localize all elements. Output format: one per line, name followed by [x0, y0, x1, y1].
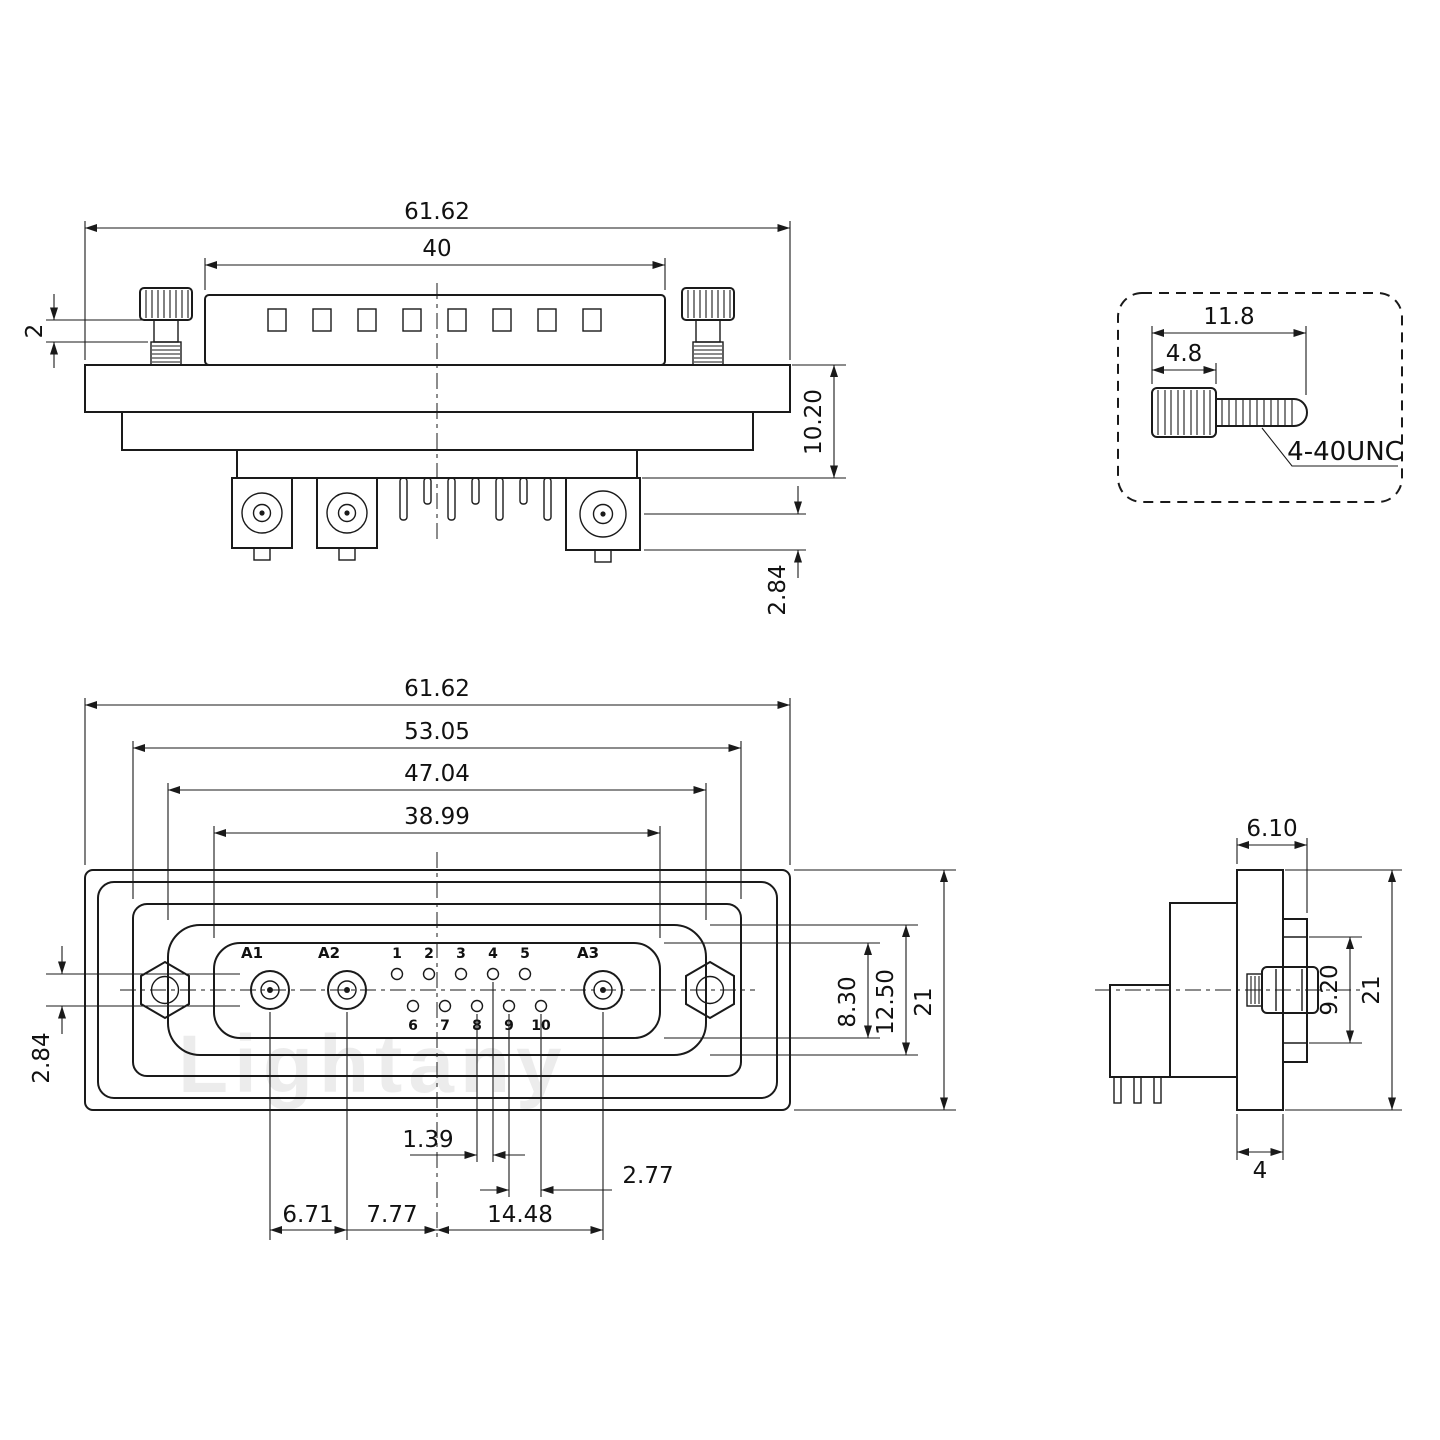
- side-pcb-bracket: [1109, 984, 1171, 1078]
- thread-leader-line: [1261, 427, 1398, 467]
- top-view-dimensions: 61.62 40 2 10.20 2.84: [22, 199, 846, 616]
- thread-hatch-left: [152, 345, 180, 363]
- label-a1: A1: [241, 944, 263, 962]
- label-a2: A2: [318, 944, 340, 962]
- dim-front-half-pitch: 1.39: [402, 1127, 453, 1153]
- label-pin-4: 4: [488, 946, 498, 962]
- screw-shaft: [1215, 398, 1308, 427]
- pin-row-top: [390, 967, 532, 981]
- jack-screw-left: [139, 287, 193, 366]
- watermark-text: Lightany: [178, 1019, 568, 1110]
- front-view: A1 A2 A3 1 2 3 4 5 6 7 8 9 10 61.62 53.0…: [29, 676, 956, 1240]
- dim-front-total-width: 61.62: [404, 676, 470, 702]
- dim-front-insert-width: 38.99: [404, 804, 470, 830]
- side-view-dimensions: 6.10 9.20 21 4: [1236, 816, 1402, 1184]
- dim-front-center-a3: 14.48: [487, 1202, 553, 1228]
- dim-front-a1-a2: 6.71: [282, 1202, 333, 1228]
- thread-spec-label: 4-40UNC: [1287, 437, 1403, 467]
- side-view: 6.10 9.20 21 4: [1095, 816, 1402, 1184]
- screw-head: [1151, 387, 1217, 438]
- knurl-right: [687, 290, 731, 318]
- label-pin-5: 5: [520, 946, 530, 962]
- knurl-left: [145, 290, 189, 318]
- dim-top-insert-width: 40: [422, 236, 451, 262]
- side-pcb-pins: [1113, 1076, 1162, 1104]
- dim-side-total-height: 21: [1359, 975, 1385, 1004]
- top-view: 61.62 40 2 10.20 2.84: [22, 199, 846, 616]
- dim-front-insert-height: 8.30: [835, 976, 861, 1027]
- dim-top-total-width: 61.62: [404, 199, 470, 225]
- label-a3: A3: [577, 944, 599, 962]
- contact-slots: [267, 308, 602, 332]
- dim-front-total-height: 21: [911, 987, 937, 1016]
- coax-termination-1: [231, 477, 293, 561]
- dim-side-screw-envelope: 9.20: [1317, 964, 1343, 1015]
- label-pin-3: 3: [456, 946, 466, 962]
- dim-top-body-height: 10.20: [801, 389, 827, 455]
- dim-screw-total-length: 11.8: [1203, 304, 1254, 330]
- dim-side-front-depth: 6.10: [1246, 816, 1297, 842]
- screw-detail-dimensions: 11.8 4.8 4-40UNC: [1151, 304, 1403, 467]
- dim-screw-head-length: 4.8: [1166, 341, 1203, 367]
- screw-detail: 11.8 4.8 4-40UNC: [1117, 292, 1403, 503]
- dim-front-shell-width: 47.04: [404, 761, 470, 787]
- dim-front-a2-center: 7.77: [366, 1202, 417, 1228]
- dim-top-coax-offset: 2.84: [765, 564, 791, 615]
- front-view-dimensions: 61.62 53.05 47.04 38.99 2.84 8.30 12.50: [29, 676, 956, 1240]
- dim-side-flange-thickness: 4: [1253, 1158, 1268, 1184]
- dim-front-shell-height: 12.50: [873, 969, 899, 1035]
- front-outer-body: [84, 869, 791, 1111]
- top-shell: [204, 294, 666, 366]
- dim-top-screw-gap: 2: [22, 324, 48, 339]
- dim-front-flange-width: 53.05: [404, 719, 470, 745]
- signal-pins: [399, 477, 552, 521]
- label-pin-7: 7: [440, 1018, 450, 1034]
- label-pin-6: 6: [408, 1018, 418, 1034]
- detail-callout-frame: [1117, 292, 1403, 503]
- coax-termination-3: [565, 477, 641, 563]
- label-pin-1: 1: [392, 946, 402, 962]
- coax-termination-2: [316, 477, 378, 561]
- jack-screw-right: [681, 287, 735, 366]
- dim-front-row-offset: 2.84: [29, 1032, 55, 1083]
- dim-front-pitch: 2.77: [622, 1163, 673, 1189]
- thread-hatch-right: [694, 345, 722, 363]
- pin-row-bottom: [406, 999, 548, 1013]
- label-pin-2: 2: [424, 946, 434, 962]
